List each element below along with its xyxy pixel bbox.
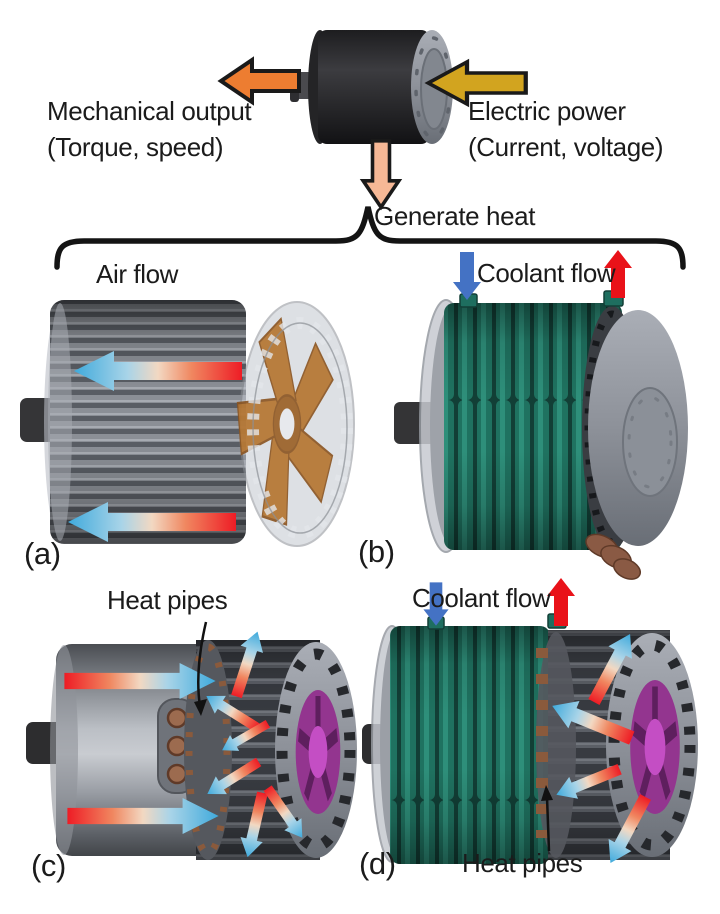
panel-b-motor (394, 250, 688, 580)
mechanical-output-detail: (Torque, speed) (47, 132, 224, 162)
electric-power-label: Electric power (468, 96, 626, 126)
mechanical-output-label: Mechanical output (47, 96, 252, 126)
panel-a-letter: (a) (24, 536, 61, 571)
generate-heat-label: Generate heat (374, 201, 536, 231)
terminal-block-b (585, 533, 641, 580)
brace (54, 206, 686, 270)
heat-pipes-pointer-head-c (194, 699, 207, 716)
motor-body (318, 30, 430, 144)
panel-b-caption: Coolant flow (477, 258, 616, 288)
panel-d-motor (362, 578, 698, 870)
panel-d-caption: Coolant flow (412, 583, 551, 613)
panel-a-caption: Air flow (96, 259, 179, 289)
panel-c-caption: Heat pipes (107, 585, 228, 615)
cap-slots-c (276, 648, 356, 852)
fan-d (630, 680, 680, 814)
bolt-holes-b (627, 395, 673, 489)
fan-c (295, 690, 341, 814)
fan-a-blades (236, 317, 334, 526)
heat-pipe-ends-c (166, 707, 188, 785)
electric-power-detail: (Current, voltage) (468, 132, 664, 162)
generate-heat-arrow-icon (361, 139, 401, 209)
heat-pipes-pointer-d (545, 796, 551, 852)
heat-pipes-pointer-head-d (541, 785, 553, 801)
panel-a-motor (20, 300, 355, 547)
heat-pipes-pointer-c (196, 621, 208, 707)
motor-image-top (290, 30, 453, 144)
panel-c-letter: (c) (31, 848, 66, 883)
panel-d-letter: (d) (359, 846, 396, 881)
cap-slots-d (608, 639, 696, 851)
panel-d-heat-pipes-annotation: Heat pipes (462, 848, 583, 878)
panel-c-motor (26, 621, 357, 860)
panel-b-letter: (b) (358, 534, 395, 569)
